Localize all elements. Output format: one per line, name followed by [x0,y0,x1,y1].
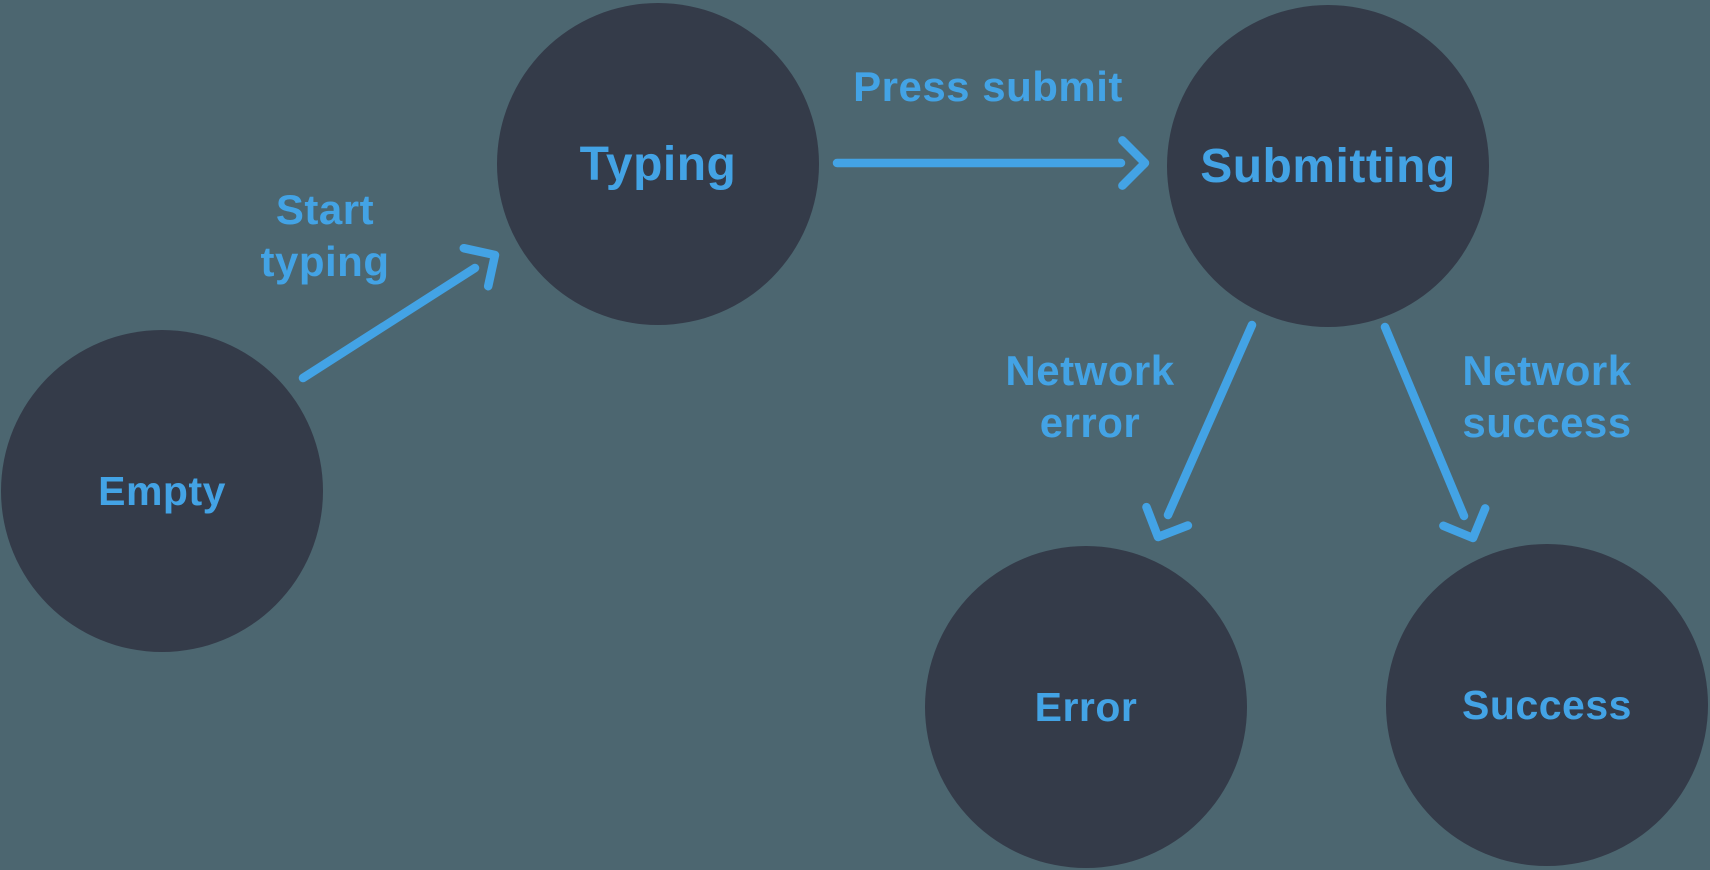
state-node-label: Empty [98,467,226,514]
state-node-error: Error [925,546,1247,868]
arrow-shaft [298,263,480,383]
state-node-label: Submitting [1200,139,1456,193]
state-node-empty: Empty [1,330,323,652]
edge-label-press-submit: Press submit [853,63,1123,110]
arrow-head-icon [459,243,500,291]
state-node-success: Success [1386,544,1708,866]
arrow-shaft [1380,322,1469,521]
edge-arrow-typing-to-submitting [832,136,1150,190]
state-node-typing: Typing [497,3,819,325]
arrow-head-icon [1439,504,1490,543]
edge-label-network-error: Network error [1005,347,1175,446]
state-node-submitting: Submitting [1167,5,1489,327]
state-node-label: Success [1462,681,1632,728]
state-node-label: Error [1034,683,1138,730]
edge-arrow-empty-to-typing [298,243,500,383]
state-node-label: Typing [579,137,737,191]
edge-label-start-typing: Start typing [260,186,390,285]
edge-arrow-submitting-to-error [1142,320,1257,542]
arrow-shaft [1163,320,1257,520]
edge-arrow-submitting-to-success [1380,322,1490,543]
arrow-head-icon [1118,136,1150,190]
edge-label-network-success: Network success [1462,347,1632,446]
arrow-head-icon [1142,502,1193,542]
